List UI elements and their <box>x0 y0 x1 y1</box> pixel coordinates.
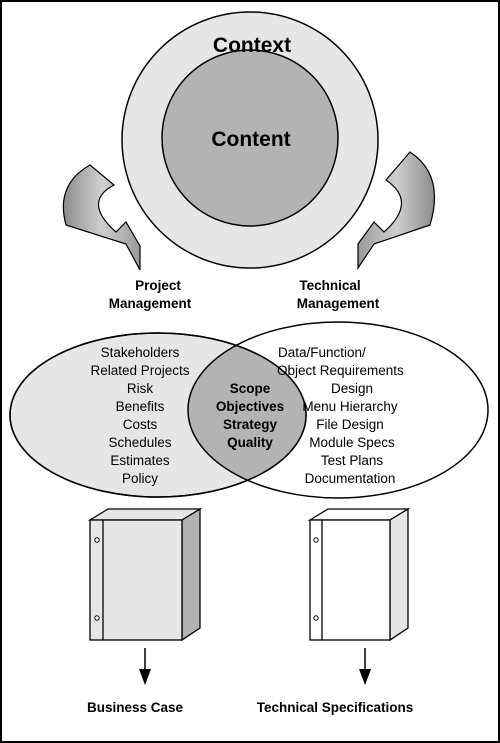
left-item: Related Projects <box>90 363 189 378</box>
left-item: Policy <box>122 471 158 486</box>
curved-arrow-right <box>357 151 436 270</box>
technical-specifications-binder-icon <box>307 507 411 642</box>
overlap-item: Quality <box>227 435 273 450</box>
overlap-item: Objectives <box>216 399 284 414</box>
overlap-item: Scope <box>230 381 271 396</box>
right-item: Module Specs <box>309 435 395 450</box>
left-items-list: Stakeholders Related Projects Risk Benef… <box>90 345 189 486</box>
right-item: Object Requirements <box>277 363 404 378</box>
right-item: File Design <box>316 417 384 432</box>
left-item: Costs <box>123 417 158 432</box>
technical-management-label-line1: Technical <box>299 278 360 293</box>
left-item: Benefits <box>116 399 165 414</box>
technical-specifications-down-arrow <box>359 648 371 685</box>
overlap-item: Strategy <box>223 417 278 432</box>
project-management-label-line2: Management <box>109 296 192 311</box>
business-case-down-arrow <box>139 648 151 685</box>
left-item: Risk <box>127 381 153 396</box>
right-item: Documentation <box>305 471 396 486</box>
content-label: Content <box>211 128 290 151</box>
right-item: Data/Function/ <box>278 345 366 360</box>
overlap-region <box>188 333 306 497</box>
left-item: Stakeholders <box>101 345 180 360</box>
left-ellipse-outline <box>9 332 307 498</box>
right-ellipse <box>187 321 489 499</box>
curved-arrow-left <box>62 164 141 271</box>
technical-management-label-line2: Management <box>297 296 380 311</box>
right-item: Design <box>331 381 373 396</box>
overlap-items-list: Scope Objectives Strategy Quality <box>216 381 284 450</box>
right-items-list: Data/Function/ Object Requirements Desig… <box>277 345 404 486</box>
project-management-label-line1: Project <box>135 278 181 293</box>
business-case-label: Business Case <box>87 700 184 715</box>
right-item: Test Plans <box>321 453 384 468</box>
left-item: Schedules <box>108 435 171 450</box>
left-item: Estimates <box>110 453 170 468</box>
right-item: Menu Hierarchy <box>302 399 398 414</box>
technical-specifications-label: Technical Specifications <box>257 700 414 715</box>
business-case-binder-icon <box>87 507 203 642</box>
content-circle <box>161 49 339 227</box>
context-label: Context <box>213 34 291 57</box>
